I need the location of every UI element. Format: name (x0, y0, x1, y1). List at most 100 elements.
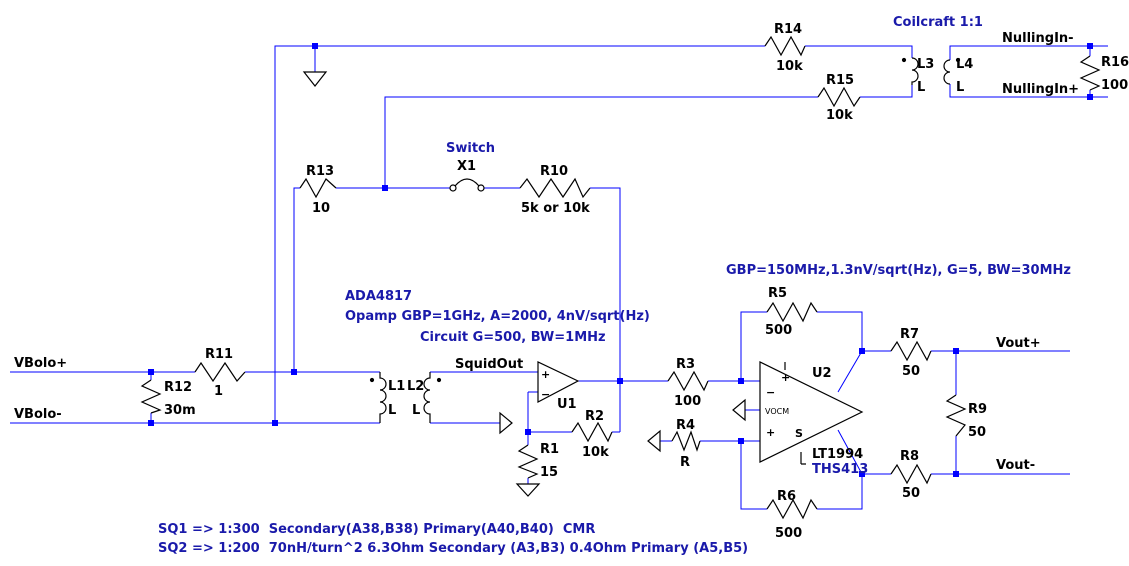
u2-vocm-label: VOCM (765, 407, 789, 416)
note-ada-spec: Opamp GBP=1GHz, A=2000, 4nV/sqrt(Hz) (345, 309, 650, 324)
note-sq2: SQ2 => 1:200 70nH/turn^2 6.3Ohm Secondar… (158, 541, 748, 556)
value-r2: 10k (582, 445, 609, 460)
resistor-r15-symbol (817, 86, 861, 108)
net-label-nulling-minus: NullingIn- (1002, 31, 1074, 46)
resistor-r13-symbol (299, 177, 337, 199)
value-r15: 10k (826, 108, 853, 123)
junction-dot (382, 185, 388, 191)
wire-r5-left (740, 311, 767, 381)
note-diff-spec: GBP=150MHz,1.3nV/sqrt(Hz), G=5, BW=30MHz (726, 263, 1071, 278)
value-r7: 50 (902, 364, 920, 379)
ref-r16: R16 (1101, 55, 1129, 70)
junctions (148, 43, 1093, 477)
resistor-r14-symbol (764, 35, 806, 57)
ref-r3: R3 (676, 357, 695, 372)
junction-dot (1087, 43, 1093, 49)
ground-top-symbol (302, 71, 328, 87)
net-label-vout-minus: Vout- (996, 458, 1035, 473)
wire-l4-top (949, 45, 1091, 60)
wire-l4-bottom (949, 84, 1091, 98)
junction-dot (148, 420, 154, 426)
junction-dot (953, 471, 959, 477)
value-r8: 50 (902, 486, 920, 501)
inductor-l3-symbol (911, 57, 919, 85)
net-label-nulling-plus: NullingIn+ (1002, 82, 1079, 97)
opamp-u1-symbol (537, 361, 580, 403)
junction-dot (291, 369, 297, 375)
ref-r8: R8 (900, 449, 919, 464)
resistor-r4-symbol (671, 430, 701, 452)
wires (10, 45, 1108, 510)
resistor-r3-symbol (667, 370, 709, 392)
ref-r4: R4 (676, 418, 695, 433)
net-label-vbolo-plus: VBolo+ (14, 356, 67, 371)
wire-r6-left (740, 441, 767, 510)
resistor-r6-symbol (766, 498, 818, 520)
u1-minus-sign: − (541, 388, 550, 401)
junction-dot (617, 378, 623, 384)
value-r12: 30m (164, 403, 196, 418)
u2-plus-sign: + (766, 426, 775, 439)
inductor-l2-symbol (423, 372, 431, 423)
value-l2: L (412, 403, 420, 418)
note-sq1: SQ1 => 1:300 Secondary(A38,B38) Primary(… (158, 522, 595, 537)
resistor-r11-symbol (194, 361, 246, 383)
value-l3: L (917, 80, 925, 95)
wire-u2-outp (837, 350, 891, 393)
resistor-r9-symbol (945, 394, 967, 437)
ref-l2: L2 (407, 379, 424, 394)
value-r5: 500 (765, 323, 792, 338)
value-r10: 5k or 10k (521, 201, 590, 216)
wire-r14-l3 (805, 45, 913, 58)
junction-dot (312, 43, 318, 49)
u1-plus-sign: + (541, 368, 550, 381)
ref-r5: R5 (768, 286, 787, 301)
resistor-r12-symbol (140, 379, 162, 414)
resistor-r5-symbol (766, 301, 818, 323)
note-ada-circuit: Circuit G=500, BW=1MHz (420, 330, 606, 345)
value-r6: 500 (775, 526, 802, 541)
resistor-r1-symbol (517, 444, 539, 479)
inductor-l1-symbol (379, 372, 387, 423)
net-label-vbolo-minus: VBolo- (14, 407, 62, 422)
value-r3: 100 (674, 394, 701, 409)
u2-minus-sign: − (766, 386, 775, 399)
junction-dot (525, 429, 531, 435)
resistor-r10-symbol (519, 177, 591, 199)
u2-shutdown-mark: S (795, 427, 803, 440)
value-x1: Switch (446, 141, 495, 156)
wire-feedback-r10 (590, 187, 621, 432)
ref-r2: R2 (585, 409, 604, 424)
ref-x1: X1 (457, 159, 476, 174)
value-l4: L (956, 80, 964, 95)
value-r11: 1 (214, 384, 223, 399)
wire-r6-right (817, 474, 863, 510)
net-label-squidout: SquidOut (455, 357, 523, 372)
ref-r13: R13 (306, 164, 334, 179)
dot-l4 (955, 57, 961, 63)
junction-dot (953, 348, 959, 354)
ref-r9: R9 (968, 402, 987, 417)
resistor-r16-symbol (1079, 55, 1101, 91)
u2-supply-pins (784, 362, 806, 465)
ground-r4-symbol (647, 429, 661, 453)
junction-dot (272, 420, 278, 426)
ref-r14: R14 (774, 22, 802, 37)
ref-r12: R12 (164, 380, 192, 395)
u2-top-plus: + (781, 371, 790, 384)
dot-l1 (369, 377, 375, 383)
resistor-r8-symbol (890, 463, 932, 485)
junction-dot (859, 348, 865, 354)
ref-r1: R1 (540, 442, 559, 457)
wire-r5-right (817, 311, 863, 351)
junction-dot (738, 378, 744, 384)
junction-dot (859, 471, 865, 477)
value-r13: 10 (312, 201, 330, 216)
model-u2-ths413: THS413 (812, 462, 868, 477)
note-ada-part: ADA4817 (345, 289, 412, 304)
ref-r10: R10 (540, 164, 568, 179)
ref-l3: L3 (917, 57, 934, 72)
ref-l1: L1 (388, 379, 405, 394)
